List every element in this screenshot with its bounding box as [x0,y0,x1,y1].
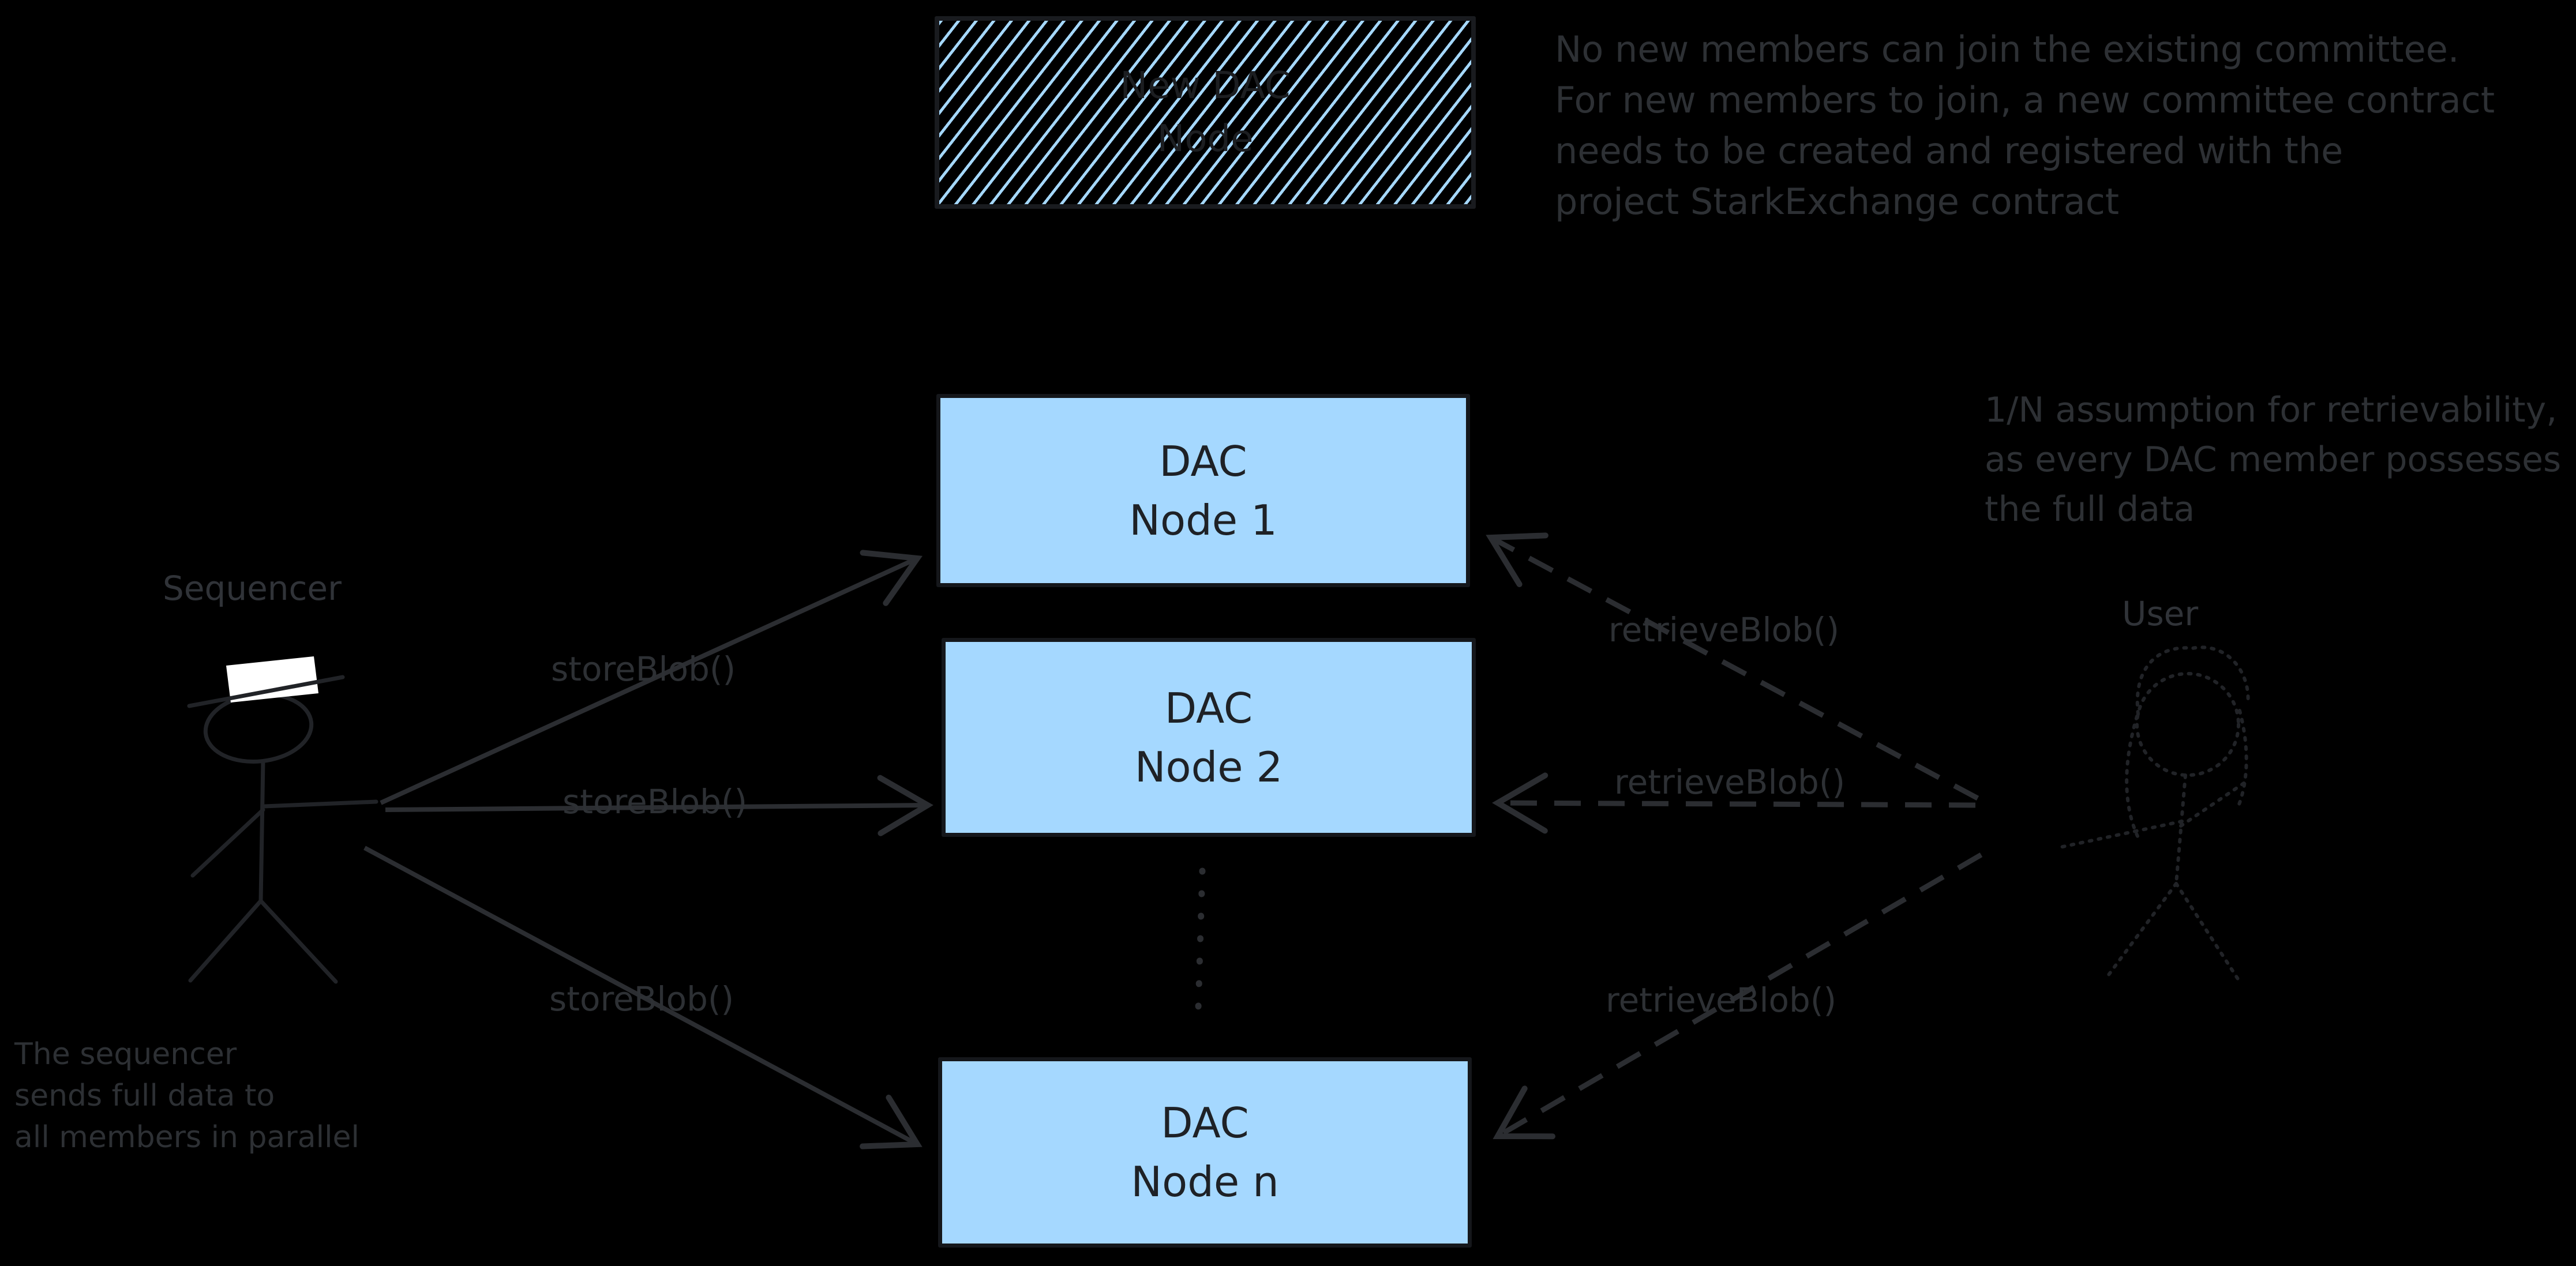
retrieve-blob-arrow-mid [1492,772,1976,834]
dac-node-n-box: DAC Node n [938,1057,1472,1248]
sequencer-body [258,759,265,903]
sequencer-leg-left [188,899,263,983]
dac-node-2-box: DAC Node 2 [942,638,1476,837]
user-leg-right [2174,882,2241,983]
retrieve-blob-arrow-bottom [1493,852,1983,1140]
store-blob-label-mid: storeBlob() [563,782,748,821]
user-hair-strand-right [2236,709,2248,810]
user-figure [2056,645,2250,983]
user-arm-right [2179,780,2247,828]
user-hair-strand-left [2125,715,2140,839]
store-blob-label-top: storeBlob() [551,649,736,689]
user-label: User [2122,594,2199,633]
sequencer-figure [187,656,378,984]
dac-node-1-box: DAC Node 1 [936,394,1470,587]
dotted-continuation-line [1194,867,1206,1031]
user-arm-left [2056,820,2184,850]
sequencer-leg-right [258,899,338,984]
store-blob-arrow-mid [385,775,933,836]
sequencer-hat [226,656,318,703]
user-leg-left [2105,882,2178,979]
user-hair [2135,645,2250,716]
user-body [2174,773,2187,885]
retrieve-blob-label-mid: retrieveBlob() [1614,762,1846,802]
retrieve-blob-label-top: retrieveBlob() [1608,610,1840,649]
sequencer-label: Sequencer [163,569,342,608]
store-blob-label-bottom: storeBlob() [549,979,734,1019]
retrievability-note: 1/N assumption for retrievability, as ev… [1985,390,2562,529]
sequencer-hat-brim [187,675,345,708]
sequencer-arm-right [262,799,378,809]
sequencer-arm-left [190,807,265,878]
new-dac-node-box: New DAC Node [935,16,1476,209]
store-blob-arrow-bottom [363,846,923,1149]
parallel-note: The sequencer sends full data to all mem… [14,1037,359,1155]
store-blob-arrow-top [380,550,923,805]
committee-note: No new members can join the existing com… [1555,28,2495,223]
user-head [2135,672,2240,777]
retrieve-blob-label-bottom: retrieveBlob() [1606,981,1837,1020]
retrieve-blob-arrow-top [1486,532,1979,801]
